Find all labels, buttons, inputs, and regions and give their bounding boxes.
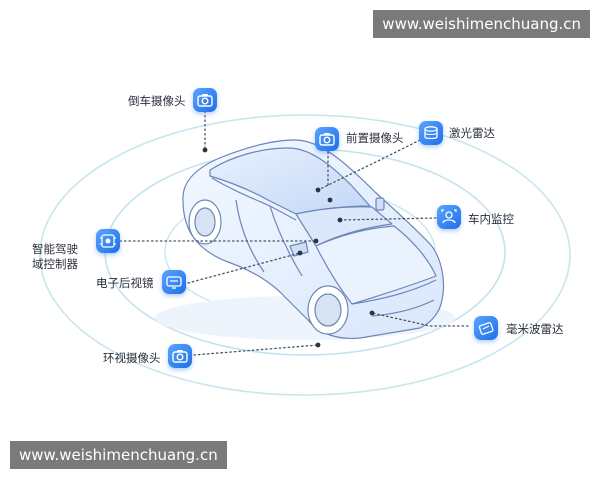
connector-lidar: [317, 139, 421, 191]
car-illustration: [155, 139, 455, 340]
radar-icon: [474, 316, 498, 340]
camera-icon: [168, 344, 192, 368]
connector-lines: [119, 110, 469, 356]
controller-icon: [96, 229, 120, 253]
mirror-display-icon: [162, 270, 186, 294]
lidar-icon: [419, 121, 443, 145]
label-mmwave-radar: 毫米波雷达: [506, 322, 564, 336]
cabin-monitor-icon: [437, 205, 461, 229]
sensor-points: [202, 147, 375, 348]
label-e-mirror: 电子后视镜: [96, 276, 154, 290]
label-surround-camera: 环视摄像头: [103, 351, 161, 365]
label-cabin-monitor: 车内监控: [468, 212, 514, 226]
label-lidar: 激光雷达: [449, 126, 495, 140]
outer-ring: [39, 114, 571, 396]
connector-mmwave-radar: [371, 312, 469, 327]
label-domain-controller: 智能驾驶域控制器: [32, 242, 78, 271]
label-reverse-camera: 倒车摄像头: [128, 94, 186, 108]
camera-icon: [315, 127, 339, 151]
connector-e-mirror: [187, 252, 301, 284]
camera-icon: [193, 88, 217, 112]
watermark-top: www.weishimenchuang.cn: [373, 10, 590, 38]
connector-surround-camera: [193, 344, 319, 356]
label-front-camera: 前置摄像头: [346, 131, 404, 145]
watermark-bottom: www.weishimenchuang.cn: [10, 441, 227, 469]
